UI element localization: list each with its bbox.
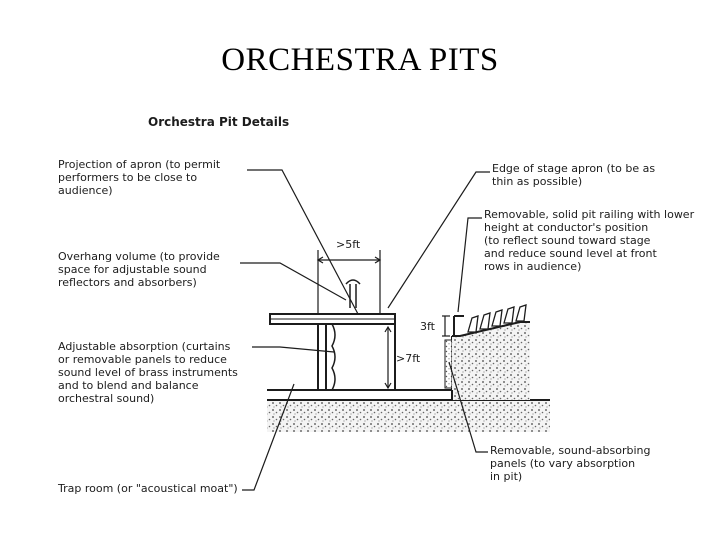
pit-railing [453, 315, 464, 336]
pit-section-drawing [240, 169, 550, 491]
absorption-curtain [331, 323, 336, 391]
label-adjustable-absorption: Adjustable absorption (curtains or remov… [58, 340, 238, 405]
label-overhang-volume: Overhang volume (to provide space for ad… [58, 250, 220, 289]
label-removable-pit-railing: Removable, solid pit railing with lower … [484, 208, 695, 273]
stage-apron [269, 313, 396, 325]
leader-trap-room [242, 383, 295, 491]
leader-lines [240, 169, 490, 491]
slide-title: ORCHESTRA PITS [221, 42, 499, 78]
dimension-railing-height: 3ft [420, 320, 435, 333]
label-projection-of-apron: Projection of apron (to permit performer… [58, 158, 221, 197]
dimension-pit-depth: >7ft [396, 352, 421, 365]
label-edge-of-stage-apron: Edge of stage apron (to be as thin as po… [492, 162, 656, 188]
stage-supports [317, 324, 327, 390]
overhang-reflector [345, 279, 361, 308]
label-removable-panels: Removable, sound-absorbing panels (to va… [490, 444, 651, 483]
leader-projection [247, 169, 359, 315]
leader-edge-of-apron [387, 171, 490, 309]
absorbing-panels [444, 339, 453, 389]
orchestra-pit-figure: Orchestra Pit Details Projection of apro… [40, 100, 700, 520]
leader-absorption [252, 346, 335, 353]
audience-floor [451, 321, 530, 400]
leader-panels [448, 361, 488, 453]
audience-seats [467, 304, 527, 333]
dimension-overhang-depth: >5ft [336, 238, 361, 251]
pit-depth-dimension [384, 325, 392, 390]
leader-overhang [240, 262, 347, 301]
leader-railing [457, 217, 482, 313]
railing-dimension [442, 315, 450, 337]
figure-title: Orchestra Pit Details [148, 115, 290, 129]
ground-fill [267, 399, 550, 432]
label-trap-room: Trap room (or "acoustical moat") [58, 482, 238, 495]
overhang-dimension [316, 250, 382, 314]
